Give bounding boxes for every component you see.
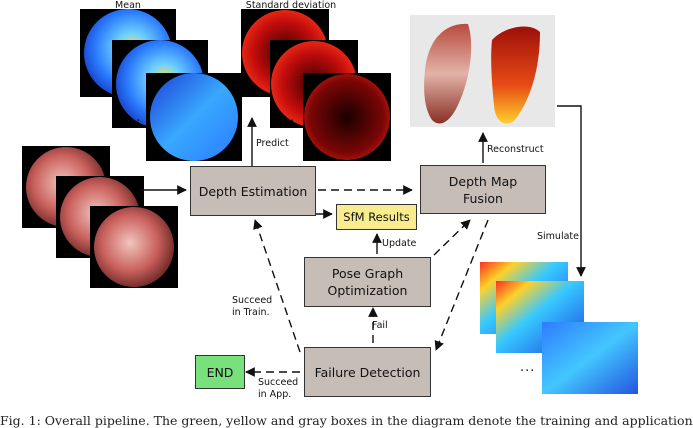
endoscopy-ellipsis: ... — [64, 244, 80, 259]
std-ellipsis: ... — [280, 110, 296, 125]
succeed-train-label-line2: in Train. — [232, 307, 270, 318]
std-image-stack — [241, 9, 391, 161]
diagram-graphics — [22, 9, 638, 394]
failure-detection-label: Failure Detection — [314, 364, 421, 380]
pose-graph-label-line1: Pose Graph — [331, 266, 404, 281]
std-label: Standard deviation — [245, 0, 337, 11]
simulation-ellipsis: ... — [520, 360, 536, 375]
mean-ellipsis: ... — [126, 110, 142, 125]
pose-graph-label-line2: Optimization — [327, 283, 408, 298]
update-label: Update — [382, 238, 417, 249]
depth-map-fusion-label-line1: Depth Map — [448, 173, 518, 189]
simulate-label: Simulate — [537, 231, 579, 242]
depth-estimation-label: Depth Estimation — [198, 183, 308, 199]
depth-map-fusion-label-line2: Fusion — [463, 190, 503, 206]
mean-image-stack — [80, 9, 242, 161]
pose-graph-optimization-box: Pose Graph Optimization — [304, 257, 431, 307]
endoscopy-image-stack — [22, 146, 178, 288]
end-box: END — [195, 355, 245, 389]
simulated-image-stack — [480, 262, 638, 394]
end-label: END — [206, 364, 234, 380]
arrow-succeed-in-training — [253, 219, 301, 353]
sfm-results-box: SfM Results — [336, 204, 417, 230]
arrow-pose-to-fusion — [433, 219, 471, 256]
arrow-fusion-to-failure-detection — [434, 219, 489, 351]
predict-label: Predict — [256, 138, 289, 149]
depth-map-fusion-box: Depth Map Fusion — [420, 165, 546, 214]
arrow-simulate — [557, 105, 586, 277]
depth-estimation-box: Depth Estimation — [190, 166, 316, 216]
reconstruction-image — [410, 15, 555, 127]
mean-label: Mean — [115, 0, 141, 11]
figure-caption: Fig. 1: Overall pipeline. The green, yel… — [0, 413, 693, 428]
fail-label: Fail — [372, 320, 388, 331]
succeed-app-label-line1: Succeed — [258, 377, 299, 388]
sfm-results-label: SfM Results — [343, 210, 410, 224]
failure-detection-box: Failure Detection — [304, 347, 431, 397]
reconstruct-label: Reconstruct — [487, 144, 544, 155]
succeed-app-label-line2: in App. — [258, 389, 292, 400]
succeed-train-label-line1: Succeed — [232, 295, 273, 306]
